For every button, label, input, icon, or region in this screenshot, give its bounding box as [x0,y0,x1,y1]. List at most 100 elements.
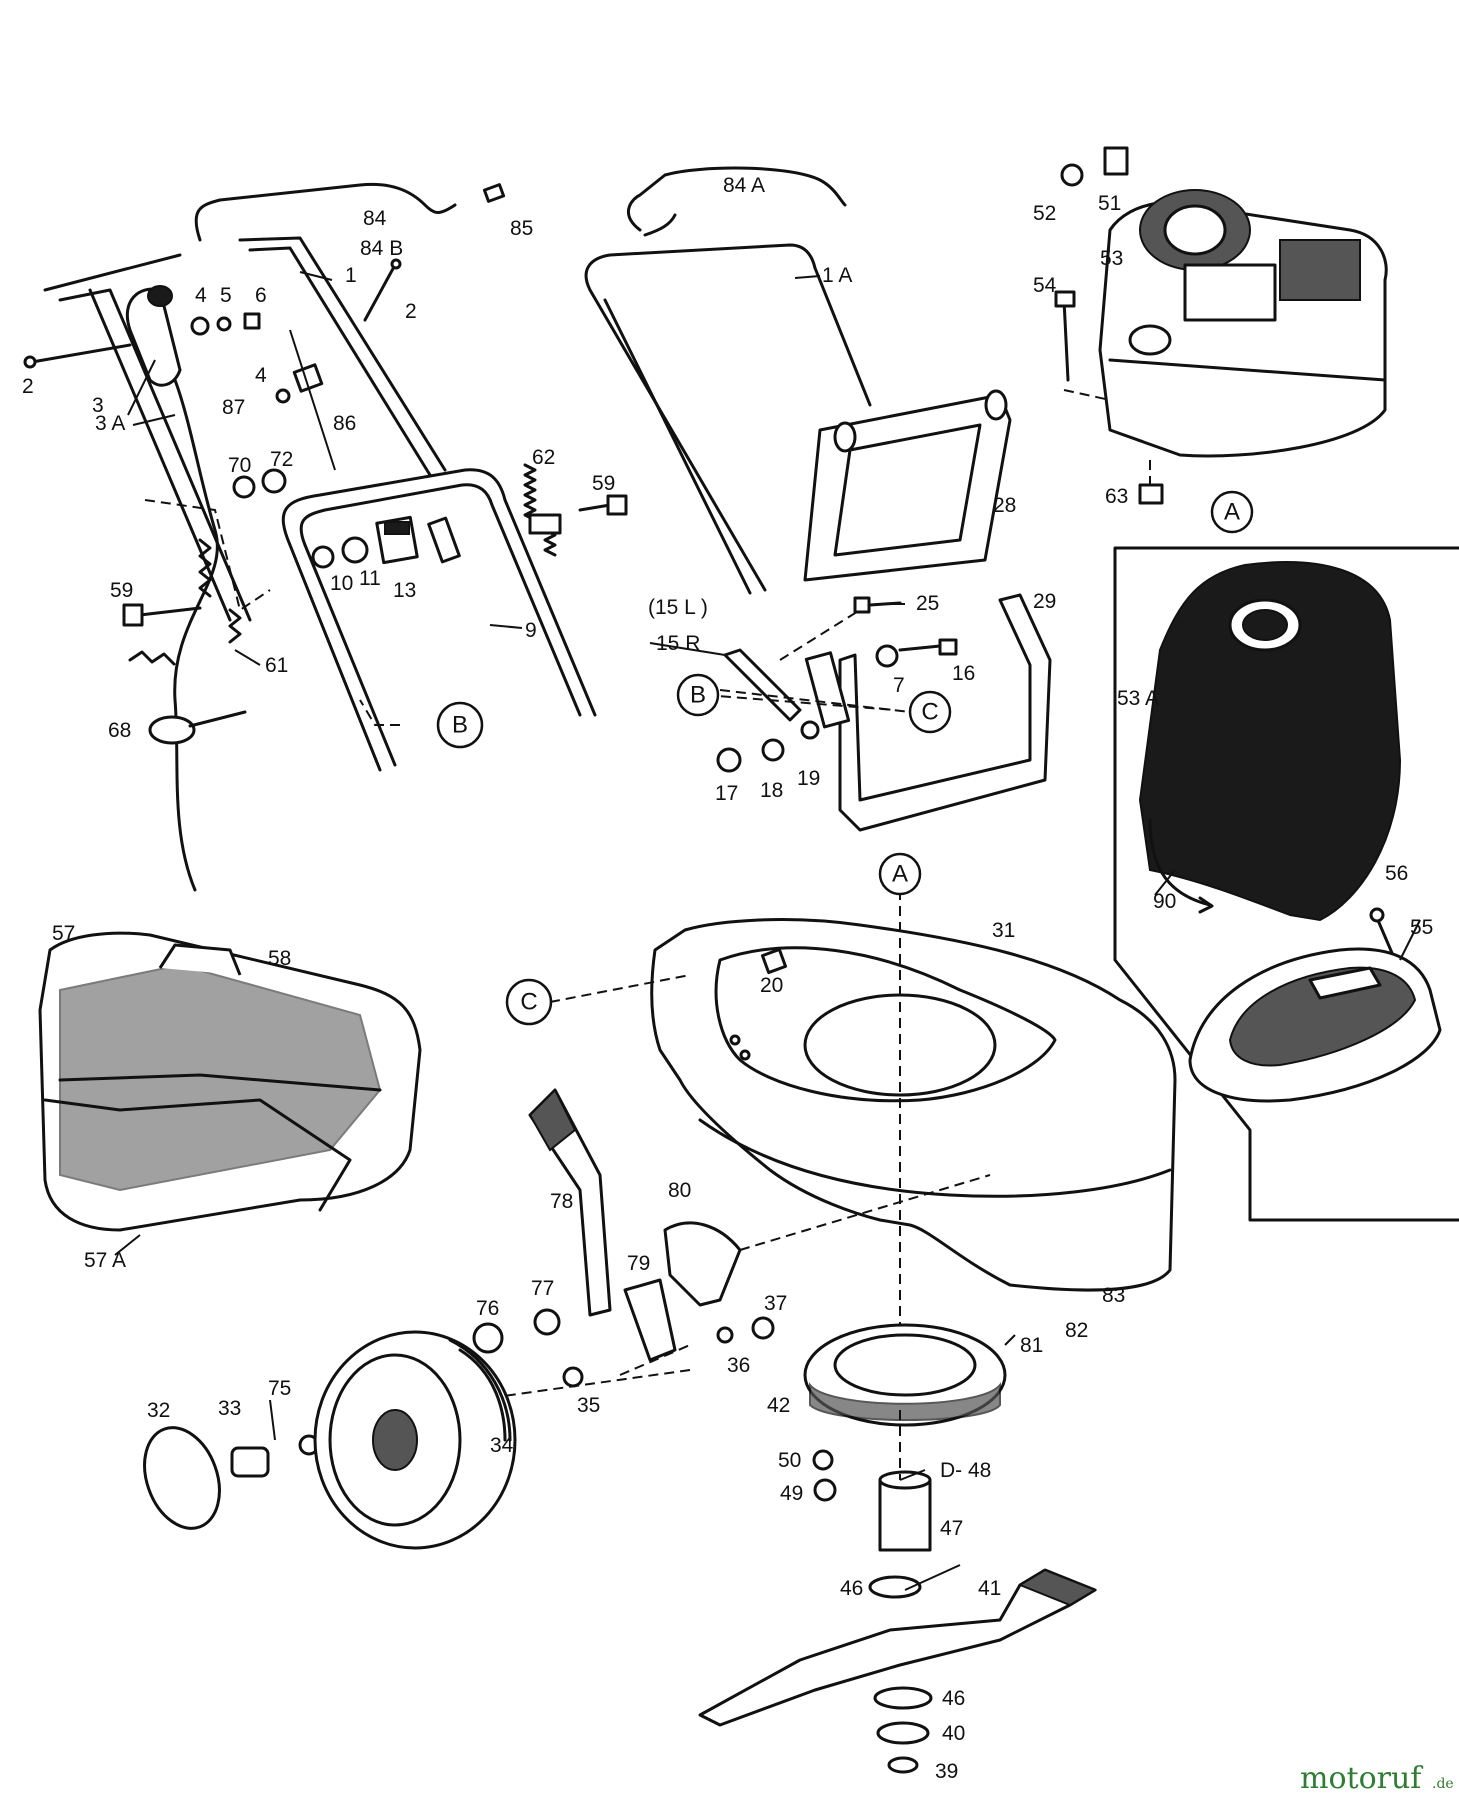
callout-84A: 84 A [723,174,765,197]
part-31-deck [650,918,1177,1292]
part-51-clip [1103,146,1129,176]
part-39-bolt [887,1756,919,1774]
ref-letter-C-deck: C [520,989,537,1016]
ref-letter-A-deck: A [892,861,908,888]
part-29-rear-bracket [838,593,1052,832]
callout-52: 52 [1033,202,1056,225]
callout-51: 51 [1098,192,1121,215]
part-17-nut [716,747,742,773]
part-2-bolt-right [363,263,397,322]
part-54-bolt [1062,298,1070,382]
part-84-wire [194,182,457,242]
part-46-washer-top [868,1575,922,1599]
part-90-arrow [1148,818,1212,907]
upper-handle-assembly [23,182,506,892]
callout-35: 35 [577,1394,600,1417]
part-50-washer [812,1449,834,1471]
part-9-lower-handle [281,468,597,772]
callout-31: 31 [992,919,1015,942]
ref-circle-B-bracket [676,673,720,717]
part-58-handle [158,943,242,976]
part-1A-front-handle [584,243,872,592]
part-70-washer [232,475,256,499]
part-37-nut [751,1316,775,1340]
engine-53A-inset [1113,546,1459,1222]
part-7-star-washer [875,644,899,668]
part-36-washer [716,1326,734,1344]
part-5-washer [216,316,232,332]
mower-deck-31 [650,890,1177,1345]
callout-2-right: 2 [405,300,417,323]
callout-29: 29 [1033,590,1056,613]
part-59-bolt-left [138,606,202,617]
reference-markers: A A B B C C [359,490,1254,1026]
part-79-bracket [623,1278,677,1362]
callout-70: 70 [228,454,251,477]
part-63-nut [1138,483,1164,505]
part-84A-wire [627,166,847,232]
callout-32: 32 [147,1399,170,1422]
callout-50: 50 [778,1449,801,1472]
callout-5: 5 [220,284,232,307]
part-10-washer [311,545,335,569]
part-46-washer-bottom [873,1686,933,1710]
part-61-spring [198,538,242,644]
part-19-washer [800,720,820,740]
callout-36: 36 [727,1354,750,1377]
callout-17: 17 [715,782,738,805]
callout-1A: 1 A [822,264,852,287]
callout-87: 87 [222,396,245,419]
callout-34: 34 [490,1434,514,1457]
callout-6: 6 [255,284,267,307]
callout-83: 83 [1102,1284,1125,1307]
callout-77: 77 [531,1277,554,1300]
callout-78: 78 [550,1190,573,1213]
watermark-brand: motoruf [1300,1761,1423,1796]
ref-letter-C-bracket: C [921,699,938,726]
blade-assembly [698,1323,1098,1774]
callout-59-right: 59 [592,472,615,495]
callout-55: 55 [1410,916,1433,939]
callout-49: 49 [780,1482,803,1505]
callout-28: 28 [993,494,1016,517]
callout-68: 68 [108,719,131,742]
callout-81: 81 [1020,1334,1043,1357]
callout-47: 47 [940,1517,963,1540]
engine-53A-body [1138,561,1402,922]
ref-circle-A-engine [1210,490,1254,534]
callout-46-top: 46 [840,1577,863,1600]
part-47-adapter [878,1478,932,1552]
ref-letter-B-bracket: B [690,682,706,709]
lower-handle-assembly [281,463,628,772]
callout-53A: 53 A [1117,687,1159,710]
part-33-bolt [230,1446,270,1478]
callout-13: 13 [393,579,416,602]
part-49-nut [813,1478,837,1502]
callout-58: 58 [268,947,291,970]
ref-letter-A-engine: A [1224,499,1240,526]
handle-bar-left [43,253,252,622]
callout-7: 7 [893,674,905,697]
part-6-nut [243,312,261,330]
callout-75: 75 [268,1377,291,1400]
part-35-washer [562,1366,584,1388]
callout-D48: D- 48 [940,1459,991,1482]
part-62-spring [523,463,557,557]
callout-76: 76 [476,1297,499,1320]
callout-84: 84 [363,207,387,230]
part-86-clip [292,363,324,393]
part-68-eyelet [148,715,196,745]
callout-86: 86 [333,412,356,435]
callout-33: 33 [218,1397,241,1420]
callout-62: 62 [532,446,555,469]
callout-25: 25 [916,592,939,615]
part-11-washer [341,536,369,564]
part-72-washer [261,468,287,494]
callout-40: 40 [942,1722,965,1745]
callout-3: 3 [92,394,104,417]
ref-letter-B-handle: B [452,712,468,739]
leader-lines [114,271,1421,1591]
callout-4-mid: 4 [255,364,267,387]
part-87-screw [275,388,291,404]
